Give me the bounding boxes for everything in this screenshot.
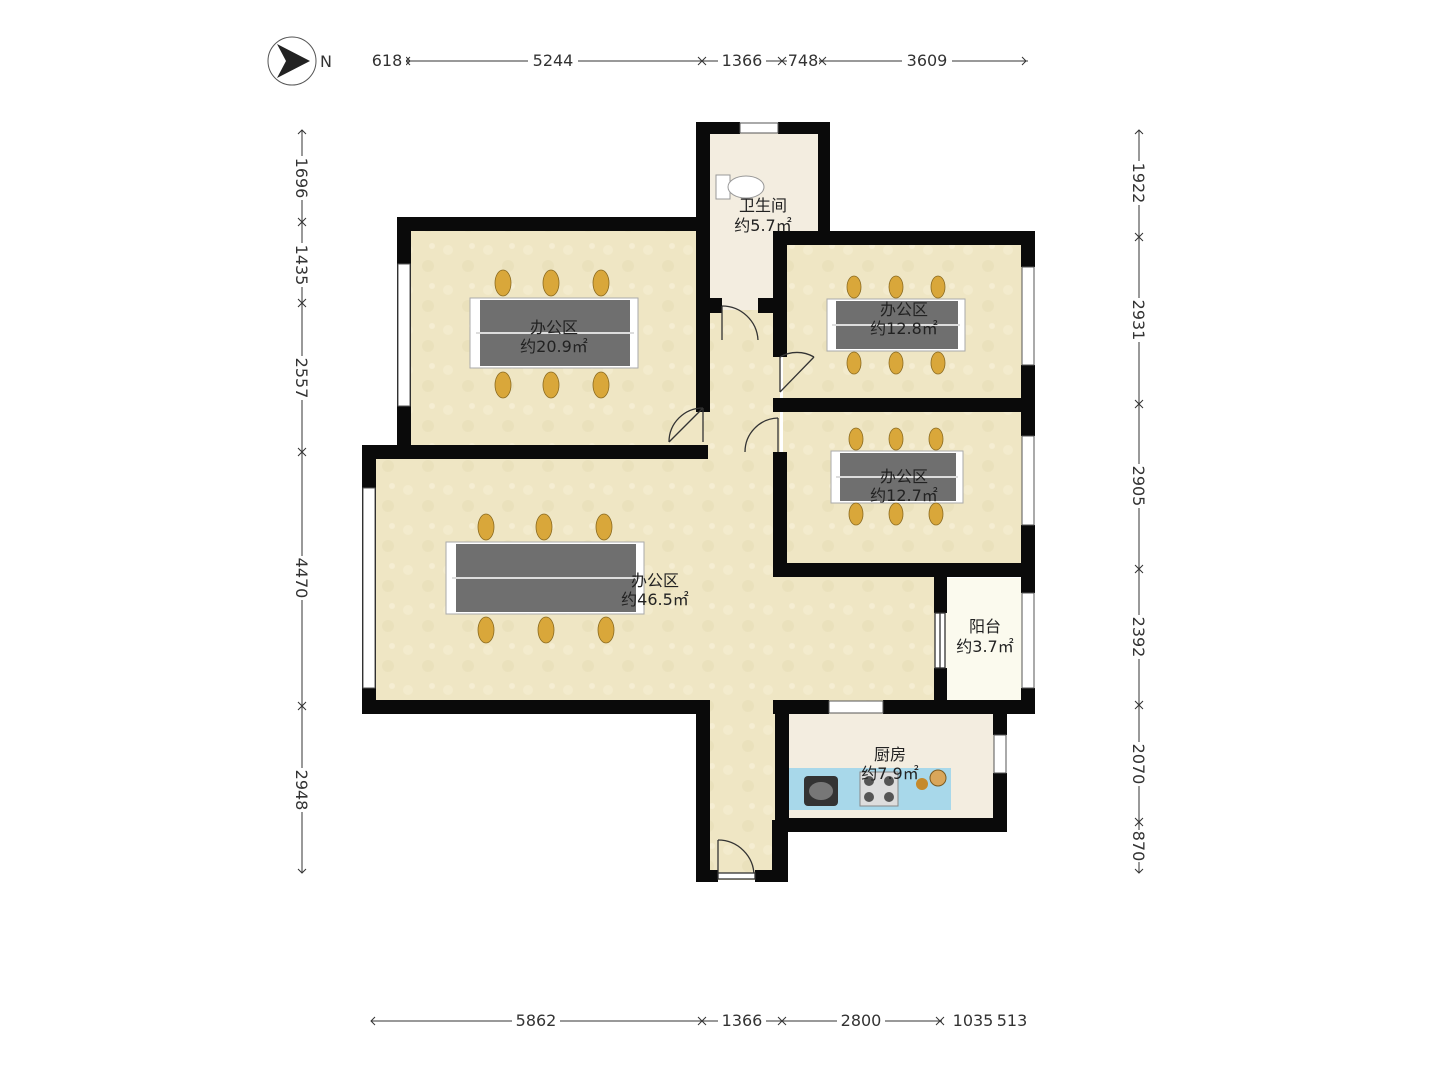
dim-left-3: 2557: [292, 358, 311, 399]
window-kitchen: [828, 700, 884, 714]
room-area-office-ne: 约12.8㎡: [870, 319, 938, 338]
desk-cluster-e: [830, 427, 964, 526]
windows: [362, 122, 1035, 774]
dim-left-1: 1696: [292, 158, 311, 199]
room-area-bathroom: 约5.7㎡: [734, 216, 791, 235]
window-nw: [397, 263, 411, 407]
room-name-bathroom: 卫生间: [739, 196, 787, 215]
dim-right-5: 2070: [1129, 744, 1148, 785]
dim-labels-right: 1922 2931 2905 2392 2070 870: [1129, 161, 1149, 862]
dim-right-2: 2931: [1129, 300, 1148, 341]
desk-cluster-main: [445, 513, 645, 644]
kitchen-counter: [789, 768, 951, 810]
dim-right-1: 1922: [1129, 163, 1148, 204]
room-name-kitchen: 厨房: [874, 745, 906, 764]
room-labels: 卫生间 约5.7㎡ 办公区 约20.9㎡ 办公区 约12.8㎡ 办公区 约12.…: [520, 196, 1014, 783]
dim-bottom-2: 1366: [722, 1011, 763, 1030]
door-bathroom[interactable]: [721, 305, 759, 341]
compass-label: N: [320, 52, 332, 71]
dim-top-1: 618: [372, 51, 403, 70]
dim-left-5: 2948: [292, 770, 311, 811]
room-area-kitchen: 约7.9㎡: [861, 764, 918, 783]
toilet-icon: [715, 174, 765, 200]
dim-right-4: 2392: [1129, 617, 1148, 658]
dim-top-5: 3609: [907, 51, 948, 70]
window-kitchen-e: [993, 734, 1007, 774]
window-balcony: [1021, 592, 1035, 689]
door-entrance[interactable]: [717, 839, 756, 880]
window-bathroom: [739, 122, 779, 134]
dim-labels-bottom: 5862 1366 2800 1035 513: [512, 1010, 1027, 1030]
desk-cluster-nw: [469, 269, 639, 399]
dim-right-6: 870: [1129, 831, 1148, 862]
desk-cluster-ne: [826, 275, 966, 375]
dim-bottom-1: 5862: [516, 1011, 557, 1030]
window-main: [362, 487, 376, 689]
dim-top-3: 1366: [722, 51, 763, 70]
doors: [668, 305, 946, 880]
dim-bottom-5: 513: [997, 1011, 1028, 1030]
room-area-office-nw: 约20.9㎡: [520, 337, 588, 356]
room-name-office-main: 办公区: [631, 571, 679, 590]
door-office-ne[interactable]: [779, 351, 815, 393]
room-name-balcony: 阳台: [969, 617, 1001, 636]
furniture: [445, 174, 966, 810]
dim-bottom-4: 1035: [953, 1011, 994, 1030]
floor-balcony: [942, 578, 1028, 700]
room-area-office-main: 约46.5㎡: [621, 590, 689, 609]
door-office-nw[interactable]: [668, 407, 704, 443]
room-name-office-nw: 办公区: [530, 318, 578, 337]
dim-labels-top: 618 5244 1366 748 3609: [368, 50, 952, 70]
dim-top-4: 748: [788, 51, 819, 70]
window-ne: [1021, 266, 1035, 366]
dim-labels-left: 1696 1435 2557 4470 2948: [292, 156, 312, 812]
window-e: [1021, 435, 1035, 526]
room-name-office-e: 办公区: [880, 467, 928, 486]
dim-top-2: 5244: [533, 51, 574, 70]
dim-bottom-3: 2800: [841, 1011, 882, 1030]
dim-left-4: 4470: [292, 558, 311, 599]
dim-left-2: 1435: [292, 245, 311, 286]
room-area-office-e: 约12.7㎡: [870, 486, 938, 505]
dim-right-3: 2905: [1129, 466, 1148, 507]
room-name-office-ne: 办公区: [880, 300, 928, 319]
compass: N: [267, 36, 332, 86]
door-office-e[interactable]: [744, 417, 779, 453]
room-area-balcony: 约3.7㎡: [956, 637, 1013, 656]
door-balcony[interactable]: [934, 612, 946, 669]
north-arrow-icon: [277, 44, 310, 78]
